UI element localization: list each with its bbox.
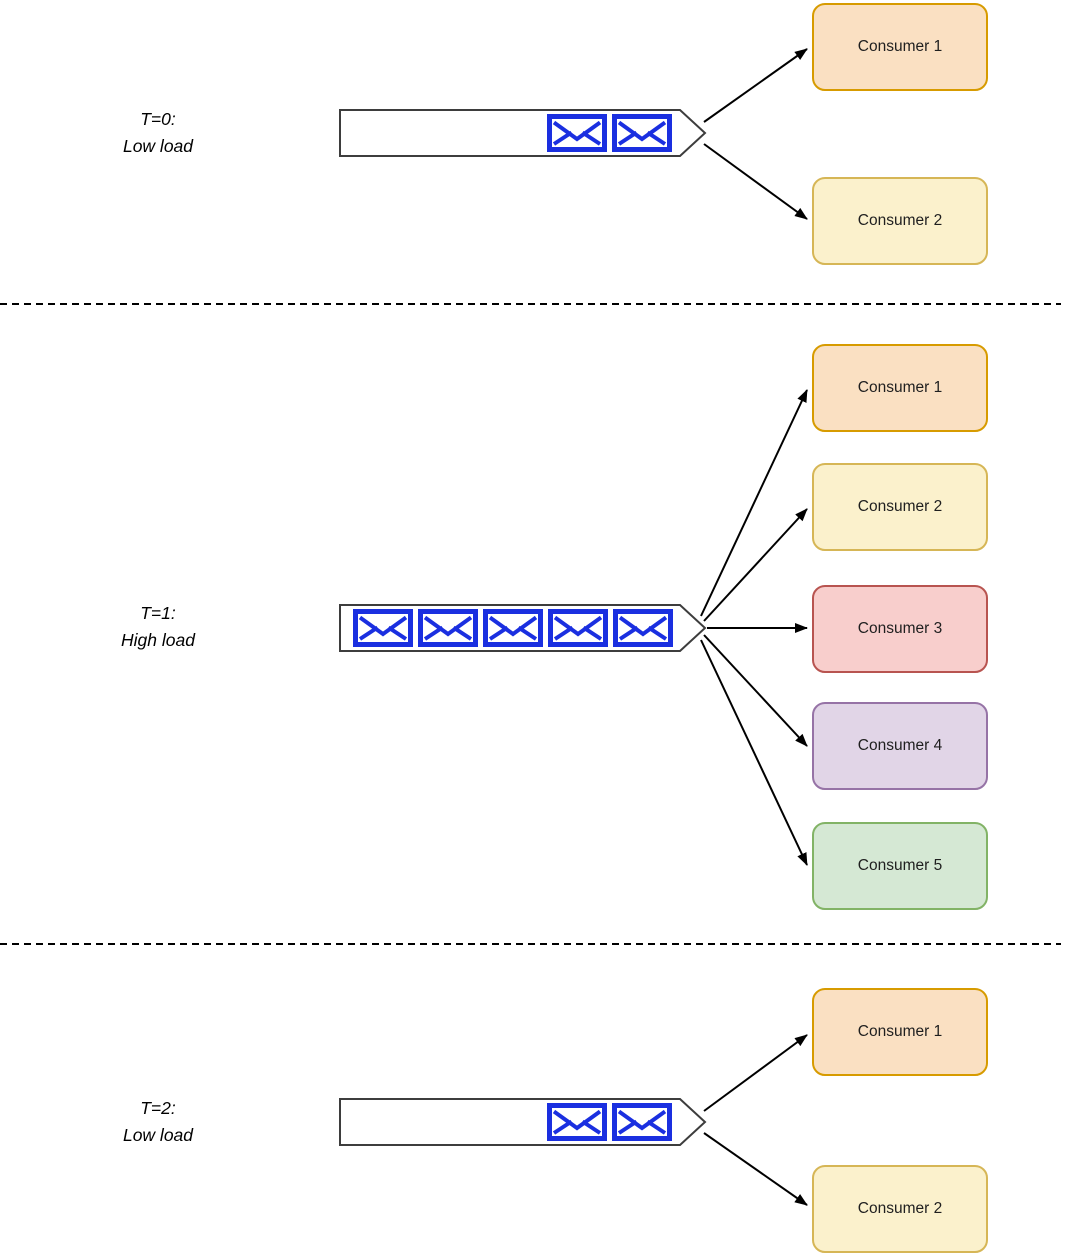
consumer-5-t1: Consumer 5 [812, 822, 988, 910]
time-value: T=0: [140, 109, 176, 129]
arrow-t1-consumer-4 [703, 634, 808, 747]
queue-messages-t2 [340, 1103, 680, 1141]
consumer-label: Consumer 2 [857, 1200, 943, 1217]
load-value: Low load [122, 136, 194, 156]
time-value: T=1: [140, 603, 176, 623]
consumer-3-t1: Consumer 3 [812, 585, 988, 673]
arrow-t2-consumer-1 [703, 1034, 808, 1112]
envelope-icon [483, 609, 543, 647]
consumer-4-t1: Consumer 4 [812, 702, 988, 790]
queue-messages-t0 [340, 114, 680, 152]
consumer-label: Consumer 4 [857, 737, 943, 754]
consumer-label: Consumer 3 [857, 620, 943, 637]
arrow-t2-consumer-2 [703, 1132, 808, 1206]
arrow-t1-consumer-2 [703, 508, 808, 622]
time-label-t2: T=2: Low load [58, 1095, 258, 1149]
consumer-label: Consumer 5 [857, 857, 943, 874]
consumer-label: Consumer 1 [857, 1023, 943, 1040]
consumer-label: Consumer 2 [857, 212, 943, 229]
envelope-icon [613, 609, 673, 647]
consumer-2-t1: Consumer 2 [812, 463, 988, 551]
envelope-icon [418, 609, 478, 647]
envelope-icon [547, 114, 607, 152]
envelope-icon [612, 1103, 672, 1141]
consumer-label: Consumer 1 [857, 379, 943, 396]
envelope-icon [548, 609, 608, 647]
consumer-1-t1: Consumer 1 [812, 344, 988, 432]
consumer-label: Consumer 1 [857, 38, 943, 55]
consumer-label: Consumer 2 [857, 498, 943, 515]
arrow-t0-consumer-2 [703, 143, 808, 220]
arrow-t0-consumer-1 [703, 48, 808, 123]
arrow-t1-consumer-5 [700, 639, 808, 866]
time-label-t0: T=0: Low load [58, 106, 258, 160]
time-value: T=2: [140, 1098, 176, 1118]
consumer-2-t2: Consumer 2 [812, 1165, 988, 1253]
queue-messages-t1 [340, 609, 680, 647]
consumer-1-t0: Consumer 1 [812, 3, 988, 91]
envelope-icon [353, 609, 413, 647]
envelope-icon [547, 1103, 607, 1141]
load-value: High load [121, 630, 195, 650]
consumer-2-t0: Consumer 2 [812, 177, 988, 265]
load-value: Low load [122, 1125, 194, 1145]
time-label-t1: T=1: High load [58, 600, 258, 654]
arrow-t1-consumer-1 [700, 389, 808, 617]
envelope-icon [612, 114, 672, 152]
consumer-1-t2: Consumer 1 [812, 988, 988, 1076]
